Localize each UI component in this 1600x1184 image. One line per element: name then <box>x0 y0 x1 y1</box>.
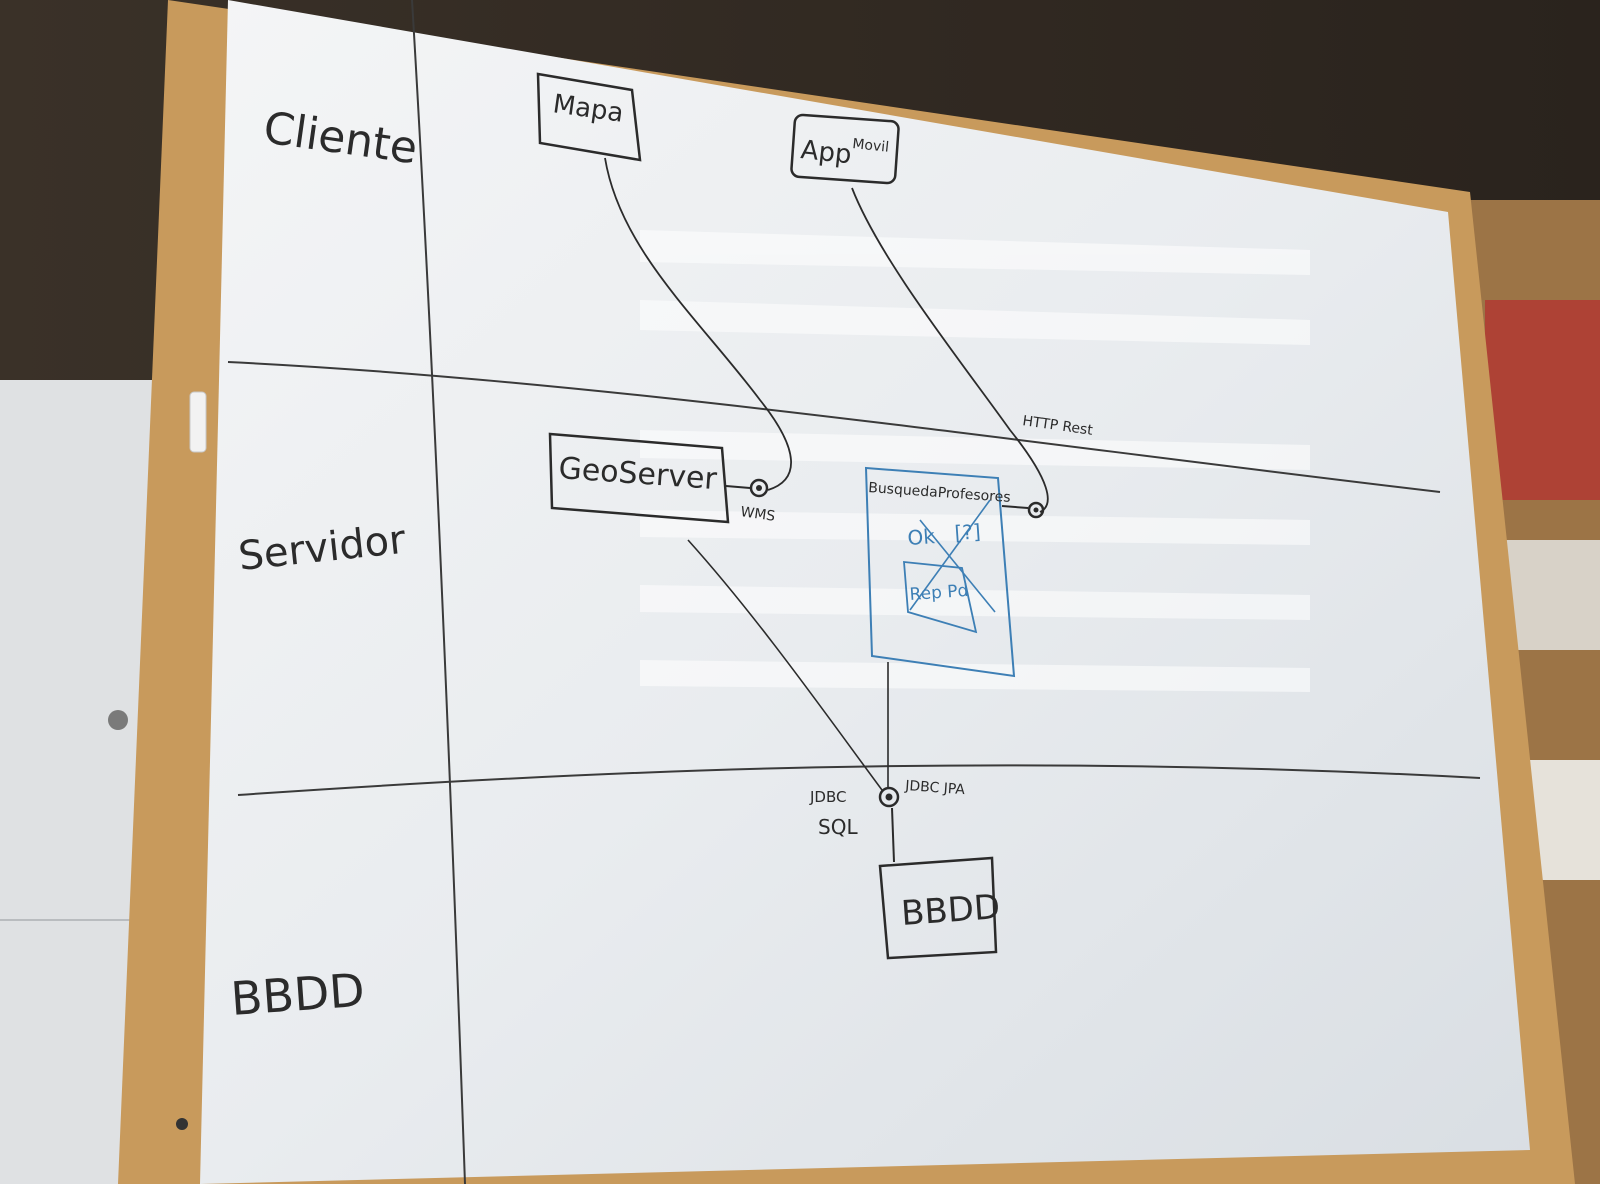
wms-connector: WMS <box>604 157 792 525</box>
jdbc-left-label: JDBC <box>809 788 846 806</box>
server-db-divider <box>237 764 1481 796</box>
zone-label-database: BBDD <box>229 963 366 1026</box>
light-reflection <box>640 230 1310 692</box>
board-clip <box>189 391 207 453</box>
wms-interface-icon <box>749 478 769 498</box>
wms-label: WMS <box>739 504 776 525</box>
app-to-http-line <box>851 187 1049 513</box>
cross-out-line-1 <box>909 499 991 611</box>
cross-out-line-2 <box>919 519 996 613</box>
mobile-app-sublabel: Movil <box>852 136 890 156</box>
geoserver-to-db-line <box>687 539 883 791</box>
inner-bottom-label: Rep Pd <box>909 581 969 605</box>
jdbc-interface-icon <box>878 786 900 808</box>
database-connector: JDBC SQL JDBC JPA <box>687 539 966 863</box>
vertical-divider <box>411 0 466 1184</box>
inner-ok-label: Ok <box>907 524 936 550</box>
database-box-label: BBDD <box>900 887 1002 934</box>
red-storage-box <box>1485 300 1600 500</box>
database-box: BBDD <box>878 856 1002 960</box>
map-to-wms-line <box>604 157 792 491</box>
jdbc-jpa-label: JDBC JPA <box>904 778 966 798</box>
sql-label: SQL <box>818 815 858 839</box>
mobile-app-box: App Movil <box>790 113 900 185</box>
client-server-divider <box>227 361 1441 493</box>
mobile-app-label: App <box>799 135 853 170</box>
zone-dividers <box>227 0 1481 1184</box>
frame-screw <box>176 1118 188 1130</box>
